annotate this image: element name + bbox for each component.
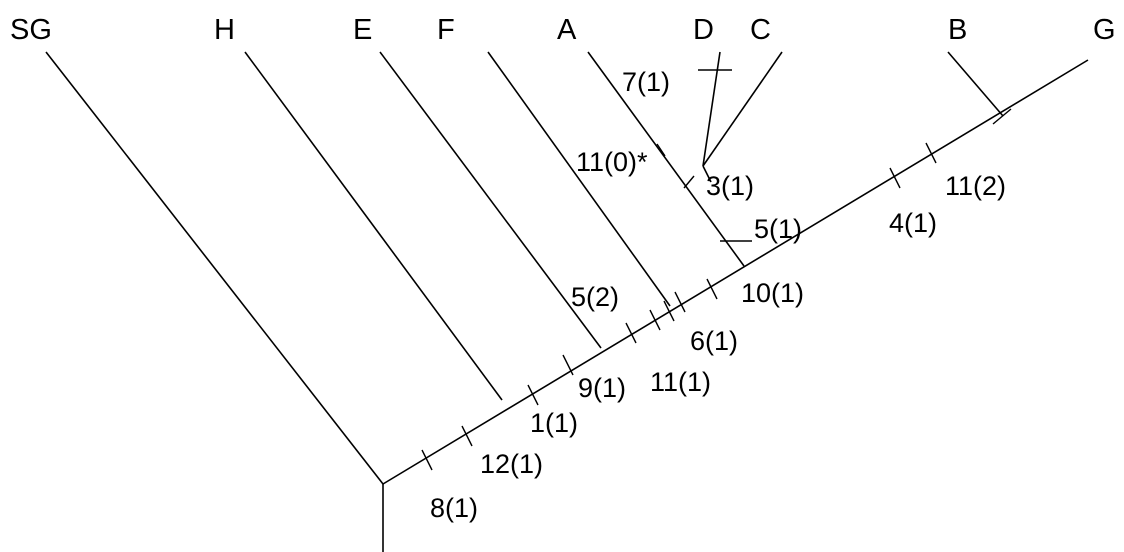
char-label-5-1: 5(1) <box>754 214 802 244</box>
char-label-7-1: 7(1) <box>622 67 670 97</box>
taxon-a: A <box>557 14 577 46</box>
char-label-8-1: 8(1) <box>430 493 478 523</box>
branch-f <box>487 51 671 307</box>
char-label-11-2: 11(2) <box>945 171 1006 201</box>
tick-b <box>992 108 1012 125</box>
branch-c <box>702 51 783 167</box>
tick-4-1 <box>889 167 901 189</box>
char-label-3-1: 3(1) <box>706 171 754 201</box>
tick-12-1 <box>461 425 473 447</box>
char-label-1-1: 1(1) <box>530 408 578 438</box>
taxon-f: F <box>437 14 455 46</box>
tick-3-1 <box>683 175 695 189</box>
branch-h <box>244 51 503 401</box>
branch-a <box>587 51 745 267</box>
branches <box>45 51 1089 552</box>
tick-1-1 <box>527 384 539 406</box>
char-label-9-1: 9(1) <box>578 373 626 403</box>
char-label-4-1: 4(1) <box>889 208 937 238</box>
branch-d <box>702 51 721 167</box>
tick-11-0 <box>656 143 666 157</box>
tick-6-1-a <box>649 309 661 331</box>
char-label-11-1: 11(1) <box>650 367 711 397</box>
tick-8-1 <box>421 449 433 471</box>
char-label-12-1: 12(1) <box>480 449 543 479</box>
char-label-10-1: 10(1) <box>741 278 804 308</box>
taxon-c: C <box>750 14 771 46</box>
tick-6-1-c <box>674 291 686 313</box>
taxon-d: D <box>693 14 714 46</box>
tick-marks <box>421 69 1012 471</box>
taxon-e: E <box>353 14 372 46</box>
branch-b <box>947 51 1004 117</box>
tick-6-1-b <box>663 300 675 322</box>
taxon-b: B <box>948 14 967 46</box>
branch-sg <box>45 51 384 485</box>
tick-10-1 <box>706 278 718 300</box>
taxon-sg: SG <box>10 14 52 46</box>
taxon-g: G <box>1093 14 1116 46</box>
taxon-labels: SG H E F A D C B G <box>10 14 1116 46</box>
tick-11-2 <box>925 142 937 164</box>
char-label-6-1: 6(1) <box>690 326 738 356</box>
tick-9-1 <box>562 354 574 376</box>
tick-11-1 <box>625 322 637 344</box>
branch-dc-stem <box>702 165 712 183</box>
branch-e <box>379 51 602 349</box>
main-spine <box>382 59 1089 485</box>
taxon-h: H <box>214 14 235 46</box>
character-labels: 8(1) 12(1) 1(1) 9(1) 5(2) 11(1) 6(1) 10(… <box>430 67 1006 523</box>
char-label-11-0: 11(0)* <box>576 147 648 177</box>
char-label-5-2: 5(2) <box>571 282 619 312</box>
